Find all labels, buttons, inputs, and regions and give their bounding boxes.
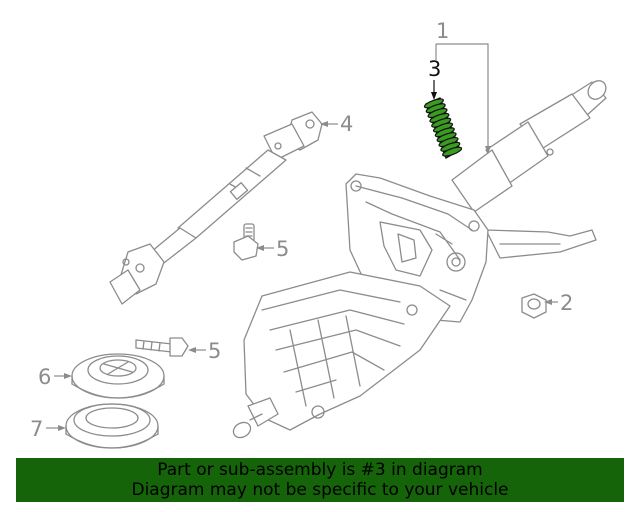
steering-column-part-1 <box>232 80 607 439</box>
bolt-part-5-upper <box>233 223 259 261</box>
callout-5-lower: 5 <box>208 339 221 363</box>
leader-lines <box>46 43 558 431</box>
banner-line-2: Diagram may not be specific to your vehi… <box>131 480 509 500</box>
nut-part-2 <box>521 293 547 319</box>
spring-part-3-highlighted <box>423 97 463 159</box>
intermediate-shaft-part-4 <box>109 111 323 305</box>
spring-coils <box>423 98 463 157</box>
callout-5-upper: 5 <box>276 237 289 261</box>
spring-coil <box>442 146 463 157</box>
seal-part-6 <box>71 353 165 399</box>
callout-3: 3 <box>428 57 441 81</box>
callout-6: 6 <box>38 365 51 389</box>
banner-line-1: Part or sub-assembly is #3 in diagram <box>157 460 483 480</box>
callout-7: 7 <box>30 417 43 441</box>
grommet-part-7 <box>65 403 159 449</box>
callout-4: 4 <box>340 112 353 136</box>
callout-1: 1 <box>436 19 449 43</box>
info-banner: Part or sub-assembly is #3 in diagram Di… <box>16 458 624 502</box>
callout-2: 2 <box>560 291 573 315</box>
bolt-part-5-lower <box>135 337 189 357</box>
